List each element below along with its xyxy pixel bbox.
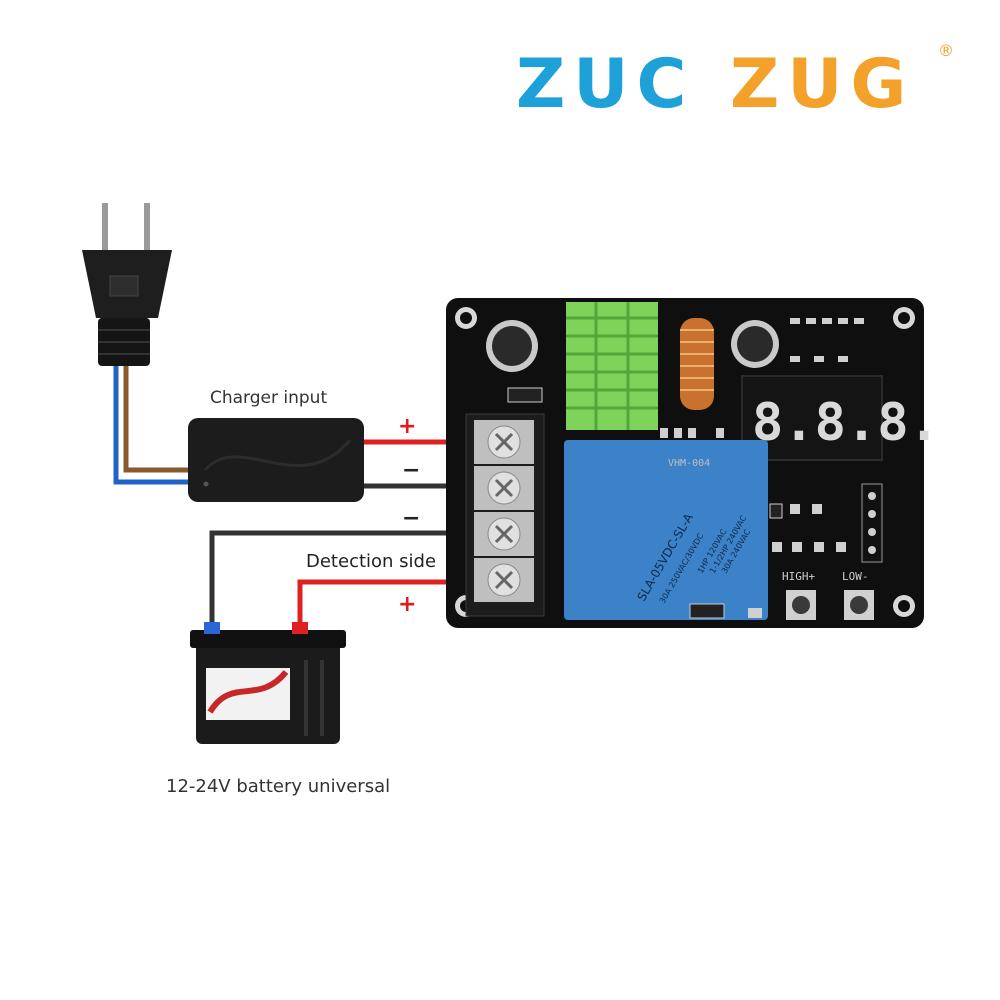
charger-input-label: Charger input <box>210 388 328 408</box>
charger-box <box>188 418 364 502</box>
battery-positive-sign: + <box>398 592 417 617</box>
module-label: VHM-004 <box>668 458 710 469</box>
inductor <box>680 318 714 410</box>
terminal-block <box>465 413 545 617</box>
display-digits: 8.8.8. <box>752 393 940 453</box>
terminal-screw-1 <box>474 420 534 464</box>
power-plug <box>82 203 172 366</box>
brand-logo-left: ZUC <box>516 45 694 124</box>
battery-negative-sign: − <box>402 506 421 531</box>
low-button-label: LOW- <box>842 570 869 583</box>
brand-logo: ZUC ZUG ® <box>516 41 954 124</box>
battery-label: 12-24V battery universal <box>166 776 391 797</box>
control-board: 8.8.8. SLA-05VDC-SL-A 30A 250VAC/30VDC 1… <box>446 298 940 628</box>
detection-side-label: Detection side <box>306 551 437 572</box>
terminal-screw-4 <box>474 558 534 602</box>
charger-positive-sign: + <box>398 414 417 439</box>
seven-segment-display: 8.8.8. <box>741 375 940 461</box>
high-button[interactable] <box>786 590 816 620</box>
pin-header <box>861 483 883 563</box>
low-button[interactable] <box>844 590 874 620</box>
mains-wires <box>113 366 190 485</box>
terminal-screw-3 <box>474 512 534 556</box>
brand-registered-mark: ® <box>938 41 954 60</box>
high-button-label: HIGH+ <box>782 570 815 583</box>
terminal-screw-2 <box>474 466 534 510</box>
brand-logo-right: ZUG <box>730 45 914 124</box>
heatsink <box>566 302 658 430</box>
charger-negative-sign: − <box>402 458 421 483</box>
battery <box>190 622 346 744</box>
relay: SLA-05VDC-SL-A 30A 250VAC/30VDC 1HP 120V… <box>564 440 768 620</box>
battery-wires <box>209 530 478 638</box>
